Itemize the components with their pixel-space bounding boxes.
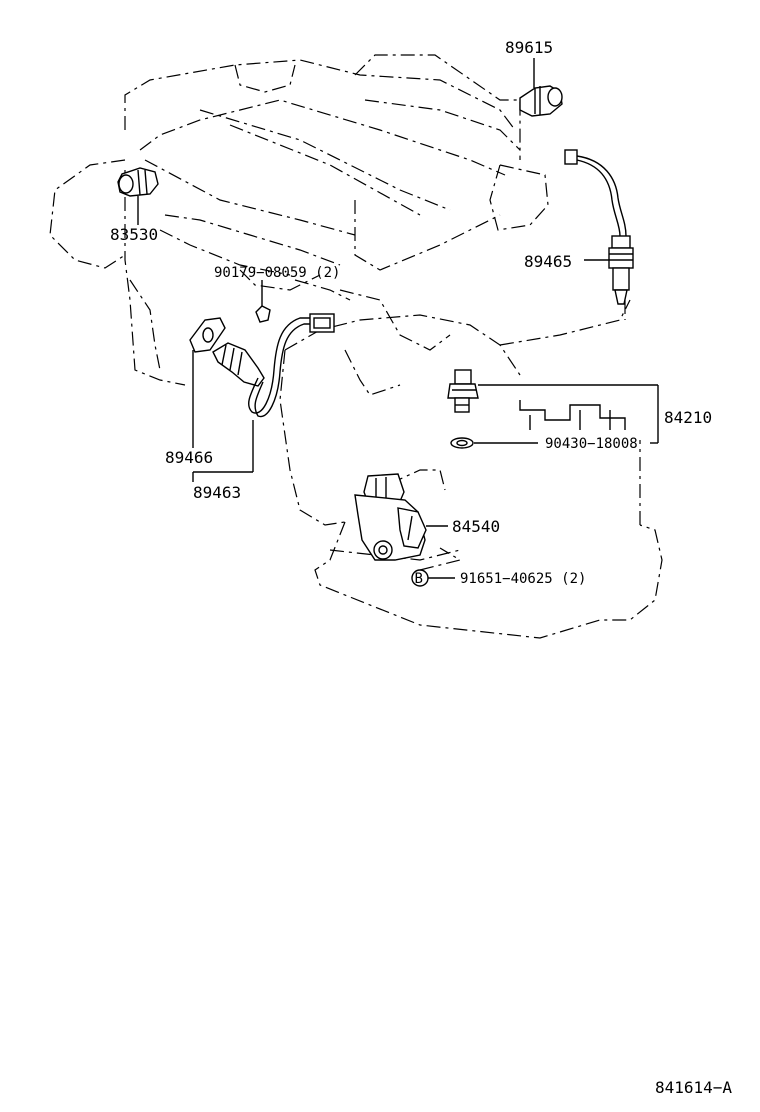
- leader-lines: [137, 58, 659, 579]
- label-89463[interactable]: 89463: [193, 483, 241, 502]
- part-89463-oxygen-sensor[interactable]: [212, 313, 335, 418]
- part-labels: 89615 83530 89465 90179−08059 (2) 84210 …: [110, 38, 712, 587]
- part-83530-oil-pressure-switch[interactable]: [117, 167, 159, 197]
- part-90430-gasket[interactable]: [450, 437, 474, 449]
- label-89466[interactable]: 89466: [165, 448, 213, 467]
- label-89615[interactable]: 89615: [505, 38, 553, 57]
- bolt-marker-letter: B: [415, 571, 423, 587]
- label-91651-40625[interactable]: 91651−40625 (2): [460, 571, 586, 587]
- label-84210[interactable]: 84210: [664, 408, 712, 427]
- bolt-marker-B[interactable]: B: [411, 569, 429, 587]
- part-89466-gasket[interactable]: [189, 317, 226, 353]
- label-90430-18008[interactable]: 90430−18008: [545, 436, 638, 452]
- part-89615-knock-sensor[interactable]: [519, 85, 563, 117]
- part-84540-neutral-start-switch[interactable]: [354, 473, 427, 561]
- label-90179-08059[interactable]: 90179−08059 (2): [214, 265, 340, 281]
- figure-id: 841614−A: [655, 1078, 732, 1097]
- label-83530[interactable]: 83530: [110, 225, 158, 244]
- part-89465-oxygen-sensor[interactable]: [564, 149, 634, 305]
- part-90179-nut[interactable]: [255, 300, 271, 323]
- engine-outline: [49, 54, 663, 639]
- part-84210-switch[interactable]: [447, 369, 479, 413]
- label-84540[interactable]: 84540: [452, 517, 500, 536]
- label-89465[interactable]: 89465: [524, 252, 572, 271]
